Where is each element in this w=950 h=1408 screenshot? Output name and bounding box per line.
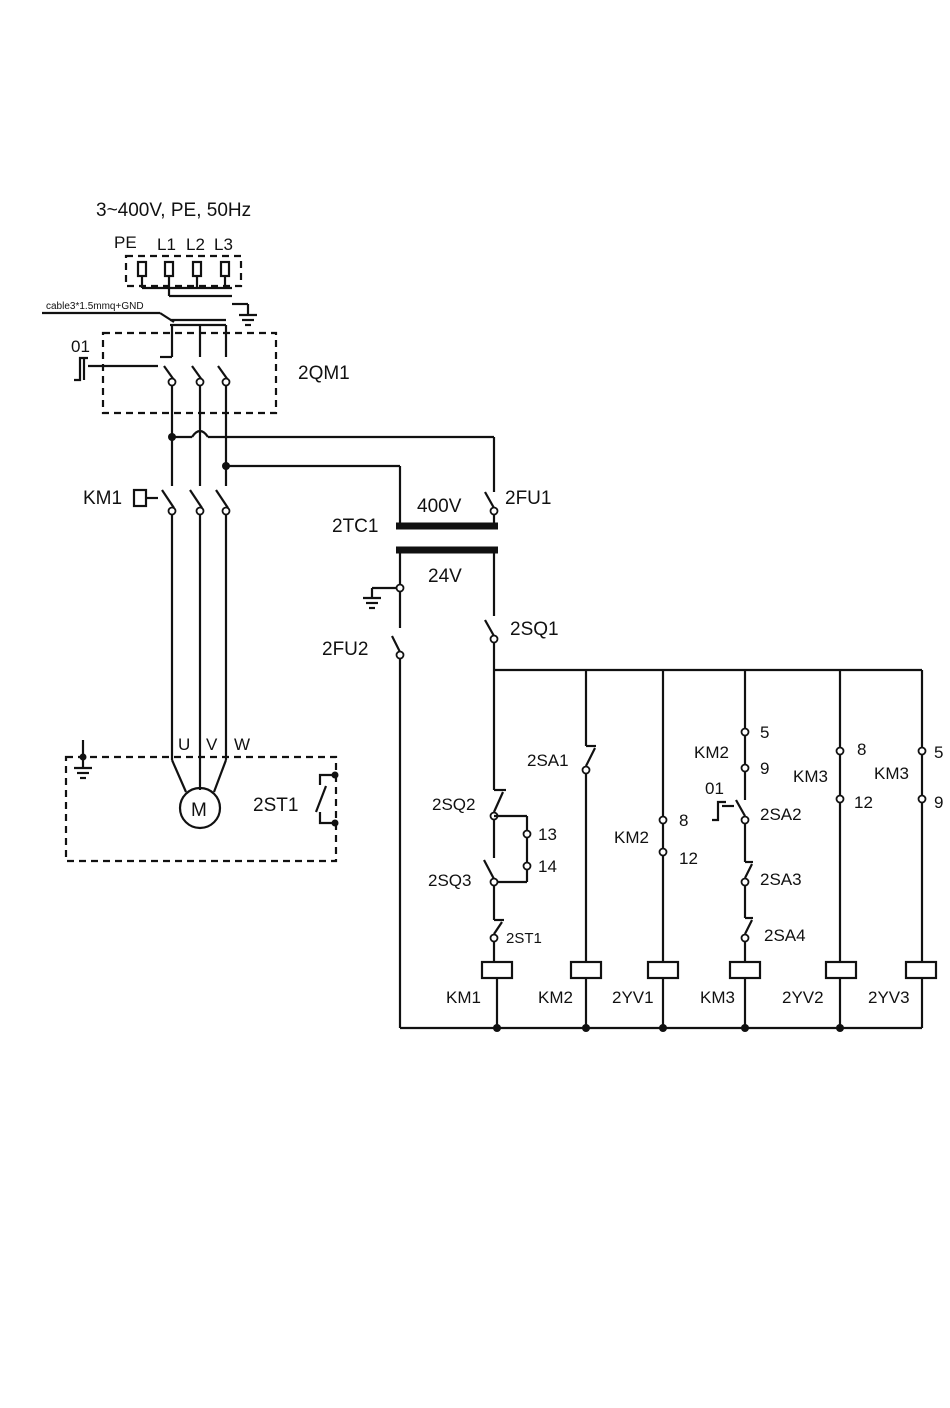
branch1-terminal-14: 14 — [538, 857, 557, 876]
transformer-icon — [396, 526, 498, 550]
supply-title: 3~400V, PE, 50Hz — [96, 200, 251, 221]
terminal-label-l3: L3 — [214, 235, 233, 254]
breaker-actuator-icon — [74, 358, 158, 380]
branch4-sa4-icon — [742, 918, 754, 942]
fuse-secondary-icon — [392, 636, 404, 659]
branch3-terminal-12: 12 — [679, 849, 698, 868]
branch1-coil — [482, 962, 512, 978]
branch3-terminal-8: 8 — [679, 811, 688, 830]
limit-switch-icon — [485, 620, 498, 643]
transformer-label: 2TC1 — [332, 516, 378, 537]
fuse-primary-label: 2FU1 — [505, 488, 551, 509]
branch4-sa4-label: 2SA4 — [764, 926, 806, 945]
branch1-terminal-13: 13 — [538, 825, 557, 844]
supply-ground-icon — [232, 304, 257, 325]
branch1-sq3-label: 2SQ3 — [428, 871, 471, 890]
breaker-enclosure — [103, 333, 276, 413]
motor-symbol: M — [191, 800, 207, 821]
secondary-ground-icon — [363, 588, 396, 608]
thermal-label: 2ST1 — [253, 795, 298, 816]
branch4-contact-label: KM2 — [694, 743, 729, 762]
branch4-sa3-label: 2SA3 — [760, 870, 802, 889]
branch5-terminal-12: 12 — [854, 793, 873, 812]
breaker-label: 2QM1 — [298, 363, 350, 384]
branch2-coil-label: KM2 — [538, 988, 573, 1007]
breaker-poles — [160, 325, 230, 386]
branch4-code: 01 — [705, 779, 724, 798]
terminal-label-pe: PE — [114, 233, 137, 252]
terminal-label-l1: L1 — [157, 235, 176, 254]
branch1-st1-icon — [491, 920, 505, 942]
branch1-sq3-icon — [484, 860, 498, 886]
branch5-contact-label: KM3 — [793, 767, 828, 786]
branch5-terminal-8: 8 — [857, 740, 866, 759]
branch3-coil-label: 2YV1 — [612, 988, 654, 1007]
branch5-coil-label: 2YV2 — [782, 988, 824, 1007]
motor-terminal-w: W — [234, 735, 250, 754]
branch4-coil — [730, 962, 760, 978]
transformer-primary-voltage: 400V — [417, 496, 462, 517]
branch6-terminal-5: 5 — [934, 743, 943, 762]
branch1-coil-label: KM1 — [446, 988, 481, 1007]
branch1-st1-label: 2ST1 — [506, 930, 542, 947]
branch4-sa3-icon — [742, 862, 754, 886]
terminal-block — [126, 256, 241, 296]
fuse-secondary-label: 2FU2 — [322, 639, 368, 660]
branch5-coil — [826, 962, 856, 978]
limit-switch-label: 2SQ1 — [510, 619, 559, 640]
breaker-code: 01 — [71, 337, 90, 356]
transformer-secondary-voltage: 24V — [428, 566, 462, 587]
branch2-sa1-icon — [583, 746, 597, 774]
branch4-terminal-5: 5 — [760, 723, 769, 742]
branch4-sa2-actuator-icon — [712, 800, 745, 820]
fuse-primary-icon — [485, 492, 498, 515]
branch2-sa1-label: 2SA1 — [527, 751, 569, 770]
terminal-label-l2: L2 — [186, 235, 205, 254]
branch4-coil-label: KM3 — [700, 988, 735, 1007]
contactor-coil-icon — [134, 490, 158, 506]
branch4-sa2-label: 2SA2 — [760, 805, 802, 824]
branch3-contact-label: KM2 — [614, 828, 649, 847]
cable-label: cable3*1.5mmq+GND — [46, 301, 144, 312]
branch4-terminal-9: 9 — [760, 759, 769, 778]
motor-terminal-v: V — [206, 735, 218, 754]
branch2-coil — [571, 962, 601, 978]
motor-terminal-u: U — [178, 735, 190, 754]
contactor-label: KM1 — [83, 488, 122, 509]
branch6-contact-label: KM3 — [874, 764, 909, 783]
branch6-coil-label: 2YV3 — [868, 988, 910, 1007]
branch1-sq2-label: 2SQ2 — [432, 795, 475, 814]
branch6-coil — [906, 962, 936, 978]
contactor-poles — [162, 490, 230, 790]
branch3-coil — [648, 962, 678, 978]
branch6-terminal-9: 9 — [934, 793, 943, 812]
motor-ground-icon — [74, 740, 92, 778]
